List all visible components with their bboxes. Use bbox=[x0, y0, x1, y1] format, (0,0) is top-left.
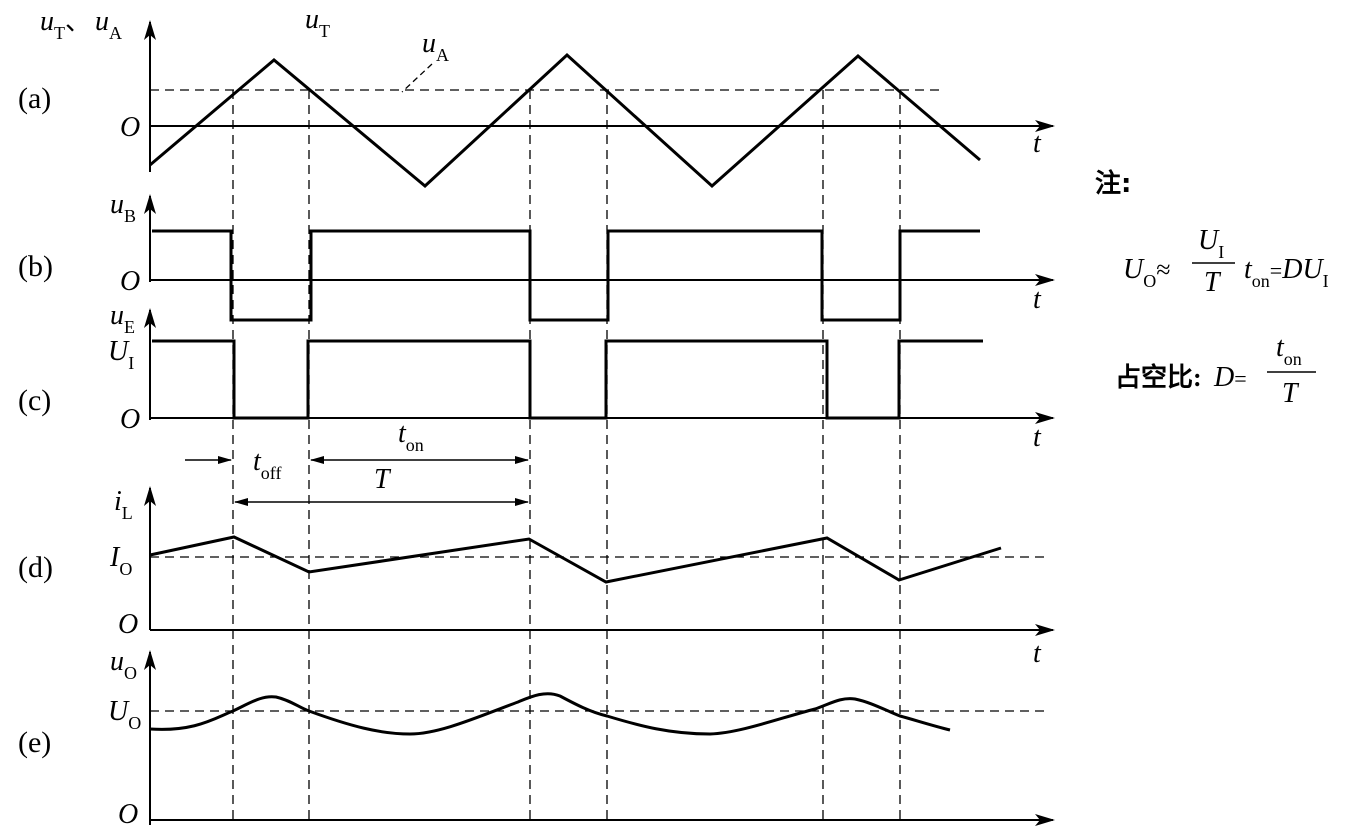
output-voltage-uo bbox=[149, 692, 951, 736]
triangle-wave-ut bbox=[149, 52, 981, 189]
svg-text:D=: D= bbox=[1213, 362, 1247, 393]
t-label-a: t bbox=[1033, 128, 1042, 159]
tag-b: (b) bbox=[18, 250, 53, 283]
level-d: IO bbox=[109, 542, 132, 579]
inductor-current-il bbox=[149, 535, 1002, 584]
ua-leader-line bbox=[401, 63, 433, 93]
tag-e: (e) bbox=[18, 726, 51, 759]
origin-e: O bbox=[118, 799, 138, 830]
curve-label-ut: uT bbox=[305, 4, 330, 41]
ylabel-b: uB bbox=[110, 189, 136, 226]
tag-a: (a) bbox=[18, 82, 51, 115]
t-label-d: t bbox=[1033, 638, 1042, 669]
curve-label-ua: uA bbox=[422, 28, 449, 65]
origin-d: O bbox=[118, 609, 138, 640]
svg-text:UO≈: UO≈ bbox=[1123, 254, 1171, 291]
origin-b: O bbox=[120, 266, 140, 297]
tag-d: (d) bbox=[18, 551, 53, 584]
tag-c: (c) bbox=[18, 384, 51, 417]
square-wave-ub bbox=[152, 229, 980, 322]
ylabel-e: uO bbox=[110, 646, 137, 683]
origin-a: O bbox=[120, 112, 140, 143]
t-label-b: t bbox=[1033, 284, 1042, 315]
ylabel-c: uE bbox=[110, 300, 135, 337]
note-title: 注: bbox=[1095, 168, 1131, 199]
origin-c: O bbox=[120, 404, 140, 435]
formula-duty-cycle: 占空比: D= ton T bbox=[1115, 332, 1316, 409]
level-c: UI bbox=[108, 336, 134, 373]
t-label-c: t bbox=[1033, 422, 1042, 453]
svg-text:占空比:: 占空比: bbox=[1115, 362, 1202, 393]
svg-text:ton=DUI: ton=DUI bbox=[1244, 254, 1329, 291]
ylabel-a: uT、uA bbox=[40, 6, 122, 43]
period-label: T bbox=[374, 464, 392, 495]
ton-label: ton bbox=[398, 418, 424, 455]
square-wave-ue bbox=[152, 339, 983, 420]
svg-text:ton: ton bbox=[1276, 332, 1302, 369]
svg-text:T: T bbox=[1282, 378, 1300, 409]
svg-text:T: T bbox=[1204, 267, 1222, 298]
toff-label: toff bbox=[253, 446, 281, 483]
formula-uo: UO≈ UI T ton=DUI bbox=[1123, 225, 1329, 298]
ylabel-d: iL bbox=[114, 486, 133, 523]
level-e: UO bbox=[108, 696, 141, 733]
svg-text:UI: UI bbox=[1198, 225, 1224, 262]
